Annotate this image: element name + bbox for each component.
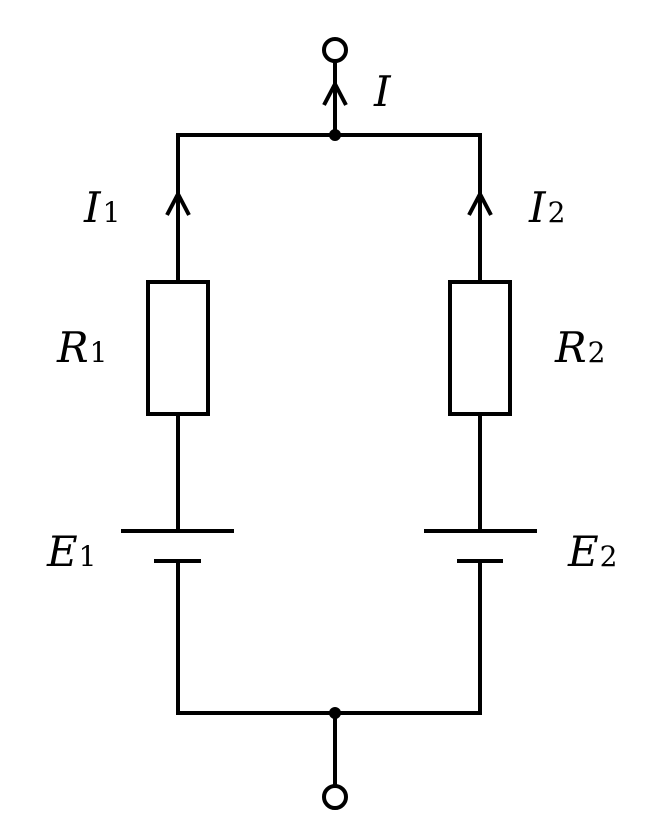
current-arrow-I2 [467, 189, 493, 216]
label-E1-main: E [46, 527, 78, 576]
top-junction-dot [329, 129, 341, 141]
battery-E2 [424, 529, 537, 563]
top-terminal [322, 37, 348, 63]
label-I2-main: I [528, 183, 547, 232]
label-R1-main: R [56, 323, 89, 372]
resistor-R1 [146, 280, 210, 416]
label-E1: E1 [46, 527, 97, 576]
label-I2-sub: 2 [548, 196, 566, 229]
label-I1: I1 [83, 183, 120, 232]
label-E2: E2 [567, 527, 618, 576]
resistor-R2 [448, 280, 512, 416]
current-arrow-I [322, 79, 348, 106]
label-E1-sub: 1 [79, 540, 97, 573]
label-R1: R1 [56, 323, 107, 372]
label-I2: I2 [528, 183, 565, 232]
label-R2: R2 [554, 323, 605, 372]
top-rail-wire [176, 133, 482, 280]
bottom-terminal [322, 784, 348, 810]
label-R2-sub: 2 [588, 336, 606, 369]
battery-E1 [121, 529, 234, 563]
label-I: I [373, 67, 392, 116]
label-E2-sub: 2 [600, 540, 618, 573]
label-I-main: I [373, 67, 392, 116]
label-R1-sub: 1 [90, 336, 108, 369]
current-arrow-I1 [165, 189, 191, 216]
bottom-rail-wire [176, 561, 482, 715]
label-I1-sub: 1 [103, 196, 121, 229]
label-E2-main: E [567, 527, 599, 576]
label-I1-main: I [83, 183, 102, 232]
label-R2-main: R [554, 323, 587, 372]
